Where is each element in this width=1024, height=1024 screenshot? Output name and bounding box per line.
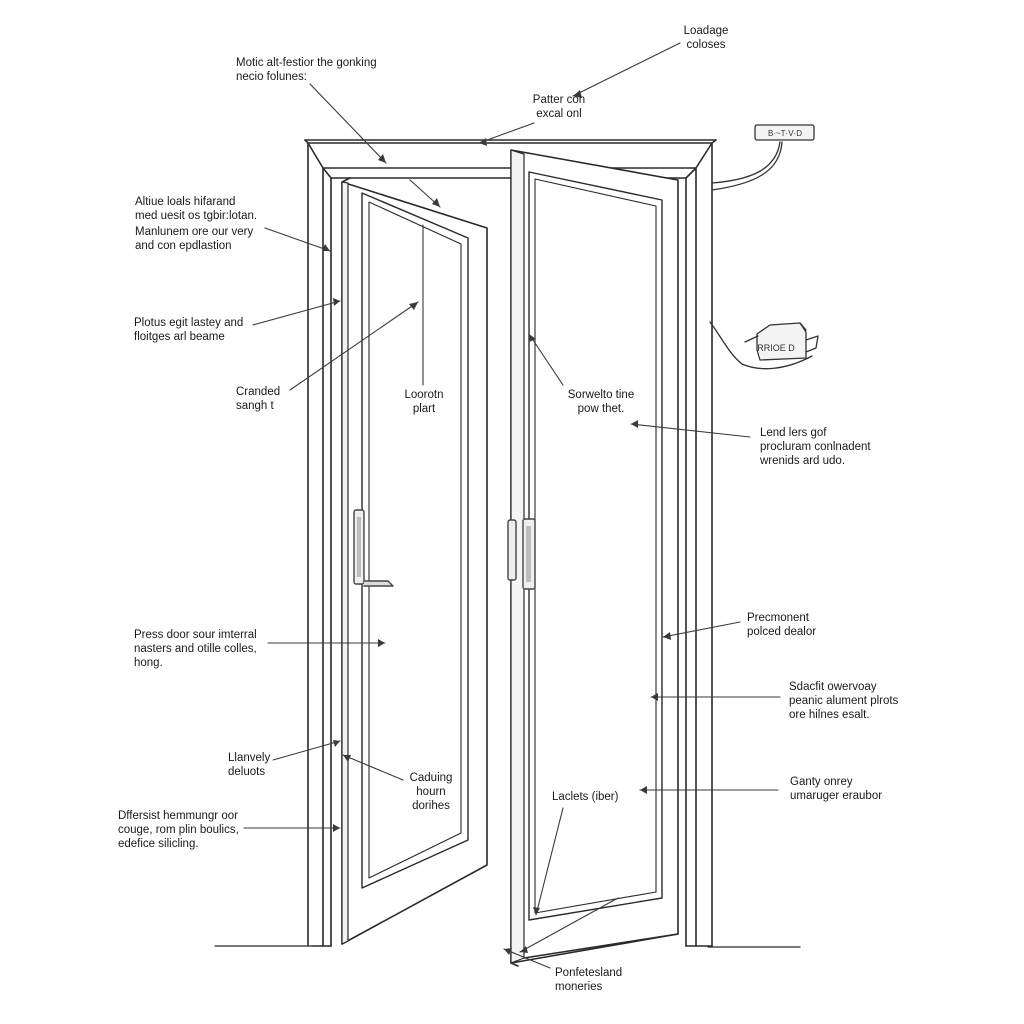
annotation-left-6: Llanvely deluots [228,752,271,778]
annotation-left-5: Press door sour imterral nasters and oti… [134,629,257,669]
annotation-right-1: Lend lers gof procluram conlnadent wreni… [760,427,871,467]
annotation-left-door-center: Loorotn plart [404,389,444,415]
annotation-right-2: Precmonent polced dealor [747,612,817,638]
outlet-label: B·~T·V·D [768,129,802,138]
annotation-right-4: Ganty onrey umaruger eraubor [790,776,883,802]
annotation-top-left: Motic alt-festior the gonking necio folu… [236,57,377,83]
annotation-upper-center: Patter con excal onl [532,94,586,120]
cable-connector-icon [709,321,819,370]
annotation-right-3: Sdacfit owervoay peanic alument plrots o… [789,681,899,721]
annotation-right-door-lower: Laclets (iber) [552,791,619,803]
door-frame [304,139,717,947]
annotation-left-3: Plotus egit lastey and floitges arl beam… [134,317,244,343]
annotation-left-1: Altiue loals hifarand med uesit os tgbir… [135,196,258,222]
annotation-bottom: Ponfetesland moneries [555,967,623,993]
wall-outlet-icon [711,124,815,191]
leader-lines [243,42,781,969]
left-door-leaf [341,177,488,945]
annotation-top-right: Loadage coloses [683,25,729,51]
annotation-right-door-center: Sorwelto tine pow thet. [567,389,635,415]
left-door-handle [353,509,394,587]
right-door-handle [507,518,536,590]
annotation-left-door-lower: Caduing hourn dorihes [409,772,453,812]
annotation-left-4: Cranded sangh t [236,386,281,412]
floor-lines [214,945,801,948]
annotation-left-2: Manlunem ore our very and con epdlastion [135,226,254,252]
right-door-leaf [510,149,679,967]
connector-label: RRIOE D [757,343,795,353]
annotation-left-7: Dffersist hemmungr oor couge, rom plin b… [118,810,239,850]
